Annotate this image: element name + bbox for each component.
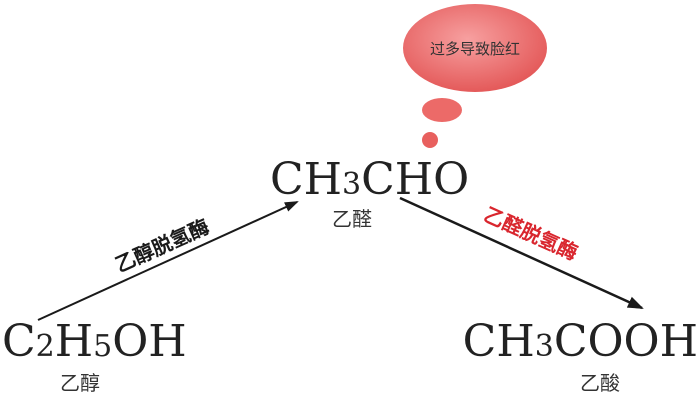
bubble-dot-medium xyxy=(422,98,462,122)
arrow-ethanol-to-acetaldehyde xyxy=(37,201,299,321)
ethanol-formula: C2H5OH xyxy=(2,316,187,367)
compound-acetaldehyde: CH3CHO 乙醛 xyxy=(270,154,469,231)
bubble-text: 过多导致脸红 xyxy=(430,40,520,58)
thought-bubble: 过多导致脸红 xyxy=(403,4,547,148)
enzyme-label-aldehyde-dehydrogenase: 乙醛脱氢酶 xyxy=(480,202,581,265)
acetaldehyde-name: 乙醛 xyxy=(332,207,372,231)
enzyme-label-alcohol-dehydrogenase: 乙醇脱氢酶 xyxy=(112,214,213,277)
arrow-acetaldehyde-to-acetic-acid xyxy=(399,196,644,310)
compound-acetic-acid: CH3COOH 乙酸 xyxy=(463,316,698,395)
acetic-acid-name: 乙酸 xyxy=(580,371,620,395)
acetaldehyde-formula: CH3CHO xyxy=(270,154,469,205)
acetic-acid-formula: CH3COOH xyxy=(463,316,698,367)
ethanol-name: 乙醇 xyxy=(60,371,100,395)
compound-ethanol: C2H5OH 乙醇 xyxy=(2,316,187,395)
bubble-dot-small xyxy=(422,132,438,148)
bubble-main xyxy=(403,4,547,92)
